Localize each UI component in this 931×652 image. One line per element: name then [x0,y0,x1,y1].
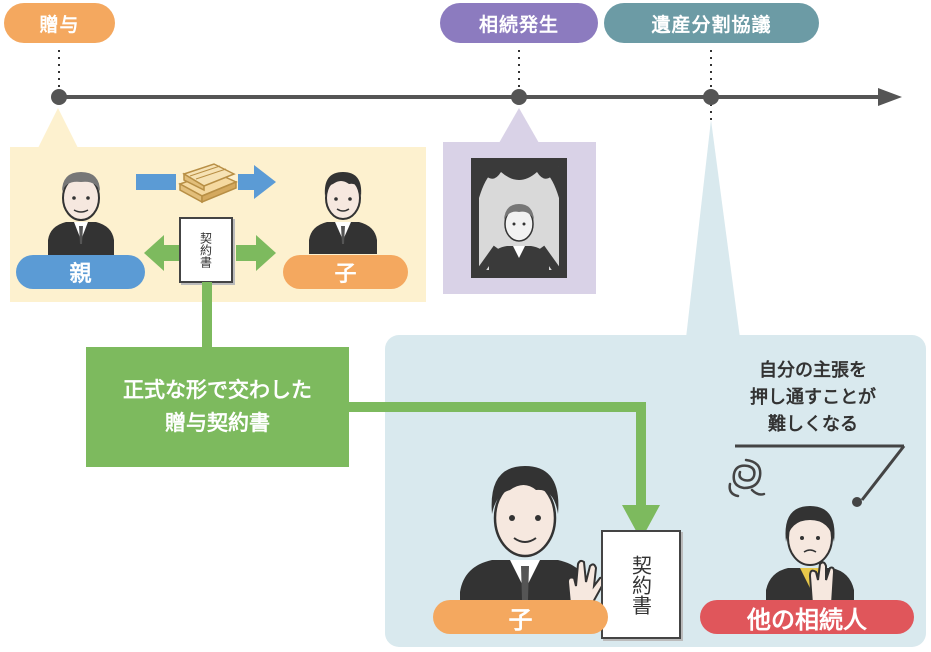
scribble-icon [728,458,766,498]
portrait-frame-icon [471,158,567,278]
thought-line-3: 難しくなる [768,414,858,435]
parent-person-icon [48,172,114,255]
parent-label: 親 [69,262,92,287]
other-heir-label: 他の相続人 [747,605,867,634]
money-flow-arrow-icon [136,165,276,199]
division-child-label-pill: 子 [433,600,608,634]
division-child-label: 子 [508,605,533,634]
thought-line-1: 自分の主張を [759,360,867,381]
gift-contract-text: 契約書 [198,232,213,268]
gift-contract-document: 契約書 [179,217,233,283]
child-label-pill: 子 [283,255,408,289]
parent-label-pill: 親 [16,255,145,289]
other-heir-person-icon [766,506,854,604]
contract-exchange-arrow-icon [144,235,276,271]
hand-icon [566,559,605,605]
thought-text: 自分の主張を 押し通すことが 難しくなる [728,357,898,438]
event-division-pill: 遺産分割協議 [604,3,819,43]
child-person-icon [309,172,377,254]
division-contract-text: 契約書 [628,554,653,615]
note-line-1: 正式な形で交わした [123,378,312,402]
other-heir-label-pill: 他の相続人 [700,600,914,634]
money-stack-icon [178,163,238,204]
child-label: 子 [334,262,357,287]
event-inheritance-label: 相続発生 [478,13,559,36]
division-child-person-icon [460,466,590,612]
event-division-label: 遺産分割協議 [651,13,772,36]
note-box: 正式な形で交わした 贈与契約書 [86,347,349,467]
event-gift-label: 贈与 [39,13,80,36]
note-line-2: 贈与契約書 [165,411,270,435]
event-gift-pill: 贈与 [4,3,115,43]
division-contract-document: 契約書 [601,530,681,639]
thought-line-2: 押し通すことが [750,387,876,408]
event-inheritance-pill: 相続発生 [440,3,598,43]
